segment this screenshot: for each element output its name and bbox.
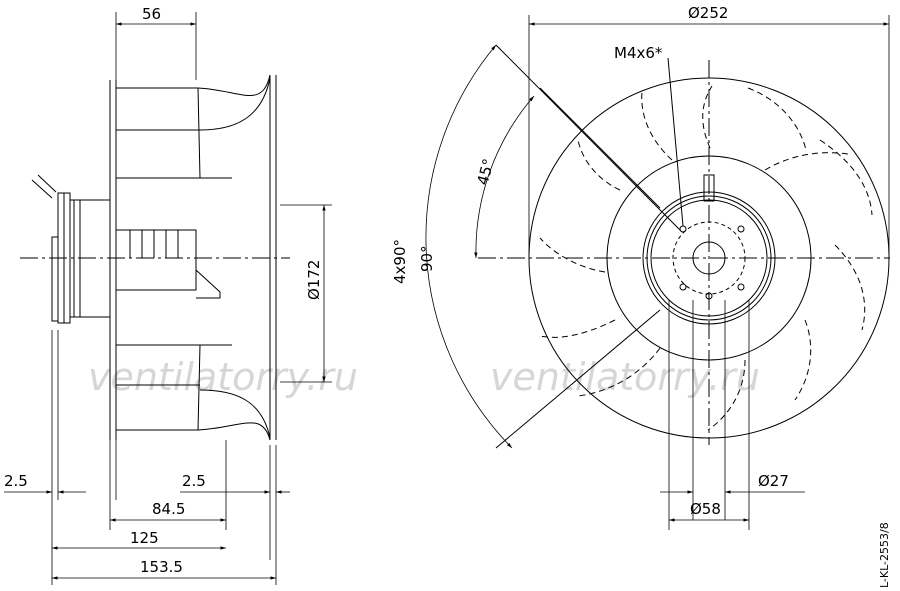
watermark-right: ventilatorry.ru — [490, 355, 760, 399]
dim-diameter-252: Ø252 — [688, 4, 728, 22]
front-view — [478, 44, 890, 449]
drawing-code: L-KL-2553/8 — [878, 522, 891, 588]
front-view-labels: Ø252 M4x6* 45° 90° 4x90° Ø27 Ø58 — [391, 4, 789, 518]
dim-diameter-172: Ø172 — [305, 260, 323, 300]
dim-153-5: 153.5 — [140, 558, 183, 576]
dim-diameter-58: Ø58 — [690, 500, 721, 518]
angle-4x90-label: 4x90° — [391, 239, 409, 284]
dim-diameter-27: Ø27 — [758, 472, 789, 490]
dim-56: 56 — [142, 5, 161, 23]
side-view-labels: 56 Ø172 2.5 2.5 84.5 125 153.5 — [4, 5, 323, 576]
angle-45-label: 45° — [473, 157, 497, 187]
dim-84-5: 84.5 — [152, 500, 185, 518]
dim-2-5-right: 2.5 — [182, 472, 206, 490]
side-view — [20, 74, 290, 441]
dim-125: 125 — [130, 529, 159, 547]
front-view-dimensions — [528, 15, 890, 530]
angle-90-label: 90° — [418, 245, 436, 272]
dim-2-5-left: 2.5 — [4, 472, 28, 490]
angle-arcs — [425, 44, 535, 449]
side-view-dimensions — [4, 12, 332, 585]
screw-label: M4x6* — [614, 44, 663, 62]
